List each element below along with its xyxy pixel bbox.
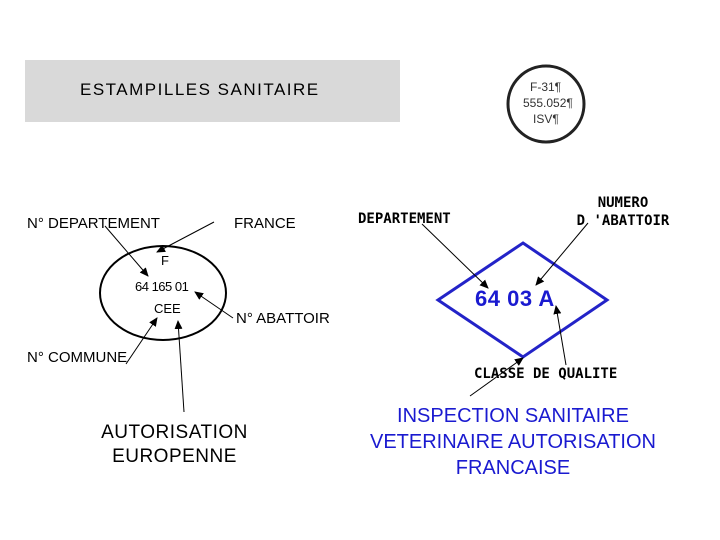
- label-departement: DEPARTEMENT: [358, 211, 451, 227]
- label-n-abattoir: N° ABATTOIR: [236, 310, 330, 327]
- inspection-line2: VETERINAIRE AUTORISATION: [370, 431, 656, 453]
- oval-cee: CEE: [154, 301, 181, 316]
- autorisation-line1: AUTORISATION: [101, 422, 248, 443]
- arrow-departement: [104, 225, 149, 277]
- label-n-commune: N° COMMUNE: [27, 349, 128, 366]
- label-classe-qualite: CLASSE DE QUALITE: [474, 366, 618, 382]
- round-stamp-line1: F-31¶: [530, 80, 562, 94]
- arrow-diamond-departement: [421, 223, 489, 289]
- label-numero-abattoir: NUMERO D 'ABATTOIR: [553, 194, 693, 230]
- arrow-france: [156, 221, 215, 253]
- numero-line2: D 'ABATTOIR: [576, 213, 670, 229]
- title-banner: [25, 60, 400, 122]
- label-inspection-sanitaire: INSPECTION SANITAIRE VETERINAIRE AUTORIS…: [333, 403, 693, 481]
- arrow-diamond-numero: [535, 222, 589, 286]
- autorisation-line2: EUROPENNE: [112, 446, 237, 467]
- inspection-line3: FRANCAISE: [455, 457, 571, 479]
- arrow-diamond-classe: [553, 305, 567, 366]
- oval-number: 64 165 01: [135, 279, 189, 294]
- arrow-diamond-inspection: [469, 357, 524, 397]
- diamond-stamp-shape: [435, 241, 610, 359]
- round-stamp-line2: 555.052¶: [523, 96, 573, 110]
- arrow-autorisation: [174, 320, 185, 413]
- round-stamp-shape: [506, 64, 586, 144]
- label-france: FRANCE: [234, 215, 296, 232]
- page-title: ESTAMPILLES SANITAIRE: [80, 80, 320, 99]
- inspection-line1: INSPECTION SANITAIRE: [397, 405, 629, 427]
- arrow-abattoir: [194, 291, 234, 319]
- arrow-commune: [125, 317, 158, 365]
- label-n-departement: N° DEPARTEMENT: [27, 215, 160, 232]
- diamond-code: 64 03 A: [475, 286, 555, 311]
- numero-line1: NUMERO: [597, 195, 649, 211]
- label-autorisation-europenne: AUTORISATION EUROPENNE: [72, 421, 277, 469]
- oval-country-letter: F: [161, 253, 169, 268]
- round-stamp-line3: ISV¶: [533, 112, 559, 126]
